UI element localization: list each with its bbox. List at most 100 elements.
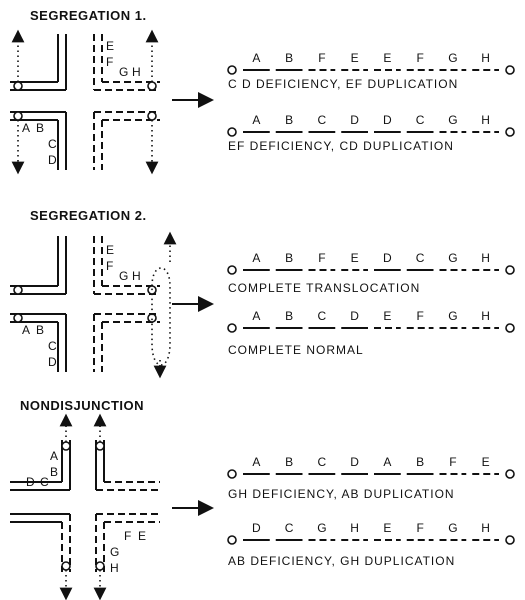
gene-label: C <box>318 455 327 469</box>
gene-label: D <box>48 355 57 369</box>
result-caption: COMPLETE TRANSLOCATION <box>228 281 420 295</box>
gene-label: B <box>285 51 293 65</box>
gene-label: B <box>285 113 293 127</box>
gene-label: F <box>416 521 423 535</box>
centromere-icon <box>505 323 515 333</box>
section-title: SEGREGATION 1. <box>30 8 147 23</box>
gene-label: H <box>132 269 141 283</box>
gene-label: D <box>383 251 392 265</box>
gene-label: C <box>318 309 327 323</box>
gene-label: F <box>416 309 423 323</box>
gene-label: D <box>350 113 359 127</box>
centromere-icon <box>505 127 515 137</box>
gene-label: H <box>481 309 490 323</box>
gene-label: A <box>252 51 260 65</box>
gene-label: D <box>350 455 359 469</box>
result-caption: GH DEFICIENCY, AB DUPLICATION <box>228 487 455 501</box>
gene-label: G <box>448 309 457 323</box>
gene-label: F <box>106 55 113 69</box>
centromere-icon <box>505 535 515 545</box>
gene-label: E <box>138 529 146 543</box>
gene-label: D <box>383 113 392 127</box>
gene-label: A <box>22 323 30 337</box>
section-nondisjunction: NONDISJUNCTION <box>10 398 515 600</box>
centromere-icon <box>505 65 515 75</box>
gene-label: B <box>285 455 293 469</box>
centromere-icon <box>227 127 237 137</box>
gene-label: H <box>481 51 490 65</box>
gene-label: A <box>252 251 260 265</box>
gene-label: H <box>481 113 490 127</box>
gene-label: B <box>50 465 58 479</box>
gene-label: G <box>317 521 326 535</box>
gene-label: E <box>482 455 490 469</box>
centromere-icon <box>505 469 515 479</box>
gene-label: C <box>48 137 57 151</box>
gene-label: E <box>383 521 391 535</box>
centromere-icon <box>227 265 237 275</box>
gene-label: H <box>481 521 490 535</box>
gene-label: G <box>119 65 128 79</box>
gene-label: H <box>481 251 490 265</box>
result-caption: COMPLETE NORMAL <box>228 343 364 357</box>
centromere-icon <box>227 535 237 545</box>
gene-label: G <box>119 269 128 283</box>
gene-label: G <box>110 545 119 559</box>
gene-label: D <box>350 309 359 323</box>
cross-configuration: E F G H A B C D <box>10 29 160 175</box>
gene-label: D <box>252 521 261 535</box>
centromere-icon <box>227 469 237 479</box>
gene-label: C <box>285 521 294 535</box>
gene-label: G <box>448 521 457 535</box>
gene-label: G <box>448 251 457 265</box>
gene-label: F <box>106 259 113 273</box>
gene-label: H <box>132 65 141 79</box>
gene-label: A <box>252 113 260 127</box>
gene-label: H <box>110 561 119 575</box>
gene-label: C <box>40 475 49 489</box>
cross-configuration: E F G H A B C D <box>10 231 177 379</box>
gene-label: E <box>351 51 359 65</box>
gene-label: A <box>383 455 391 469</box>
gene-label: G <box>448 113 457 127</box>
centromere-icon <box>227 65 237 75</box>
gene-label: F <box>318 51 325 65</box>
section-title: NONDISJUNCTION <box>20 398 144 413</box>
gene-label: C <box>416 113 425 127</box>
gene-label: C <box>48 339 57 353</box>
gene-label: H <box>350 521 359 535</box>
gene-label: B <box>36 121 44 135</box>
gene-label: E <box>106 243 114 257</box>
gene-label: F <box>124 529 131 543</box>
centromere-icon <box>227 323 237 333</box>
gene-label: C <box>416 251 425 265</box>
gene-label: A <box>252 309 260 323</box>
section-segregation-1: SEGREGATION 1. <box>10 8 515 175</box>
gene-label: B <box>36 323 44 337</box>
gene-label: E <box>383 51 391 65</box>
centromere-icon <box>505 265 515 275</box>
gene-label: A <box>50 449 58 463</box>
cross-configuration: D C A B F E G H <box>10 413 160 600</box>
gene-label: B <box>285 309 293 323</box>
gene-label: G <box>448 51 457 65</box>
gene-label: E <box>351 251 359 265</box>
section-segregation-2: SEGREGATION 2. E <box>10 208 515 379</box>
result-caption: EF DEFICIENCY, CD DUPLICATION <box>228 139 454 153</box>
gene-label: A <box>22 121 30 135</box>
gene-label: F <box>318 251 325 265</box>
gene-label: F <box>449 455 456 469</box>
gene-label: B <box>285 251 293 265</box>
result-caption: C D DEFICIENCY, EF DUPLICATION <box>228 77 458 91</box>
gene-label: F <box>416 51 423 65</box>
gene-label: E <box>106 39 114 53</box>
gene-label: C <box>318 113 327 127</box>
gene-label: A <box>252 455 260 469</box>
gene-label: D <box>26 475 35 489</box>
